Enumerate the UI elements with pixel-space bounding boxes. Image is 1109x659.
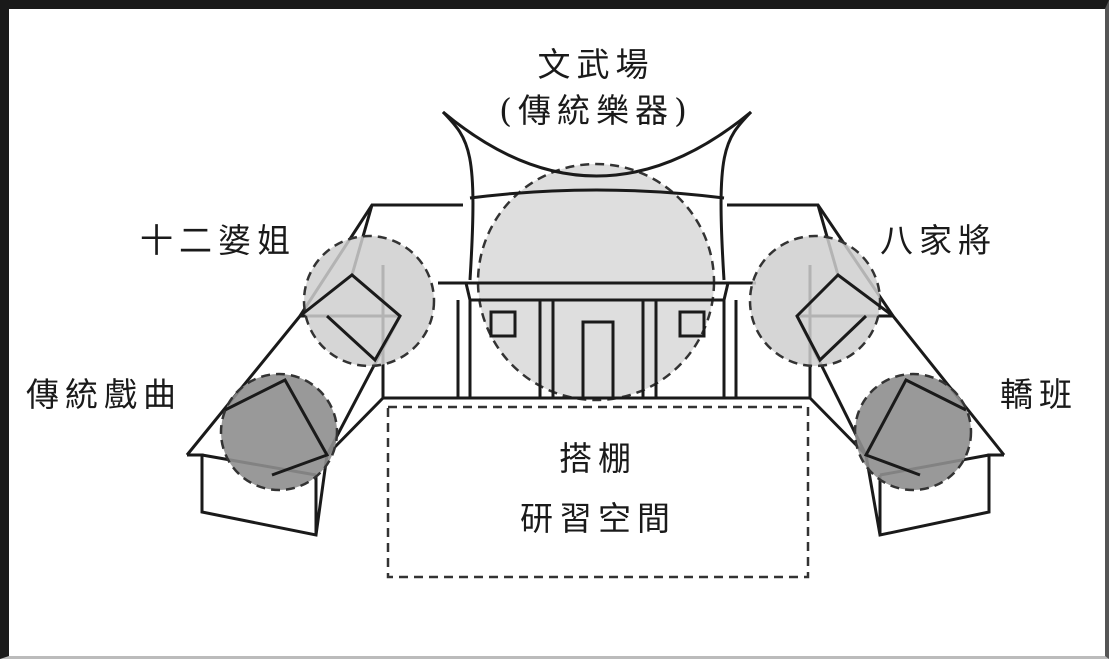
stage-area-box bbox=[386, 405, 810, 579]
label-twelve-granny: 十二婆姐 bbox=[140, 221, 296, 260]
label-wenwuchang: 文武場 bbox=[538, 45, 655, 84]
label-study-space: 研習空間 bbox=[520, 499, 676, 538]
label-traditional-instruments: (傳統樂器) bbox=[499, 91, 693, 130]
circle-eight-generals bbox=[748, 234, 882, 368]
label-eight-generals: 八家將 bbox=[880, 221, 997, 260]
central-hall bbox=[383, 110, 810, 400]
label-shelter: 搭棚 bbox=[559, 439, 637, 478]
label-traditional-opera: 傳統戲曲 bbox=[26, 375, 182, 414]
circle-twelve-granny bbox=[302, 234, 436, 368]
label-palanquin-team: 轎班 bbox=[1000, 375, 1078, 414]
overlay-lines bbox=[224, 273, 967, 477]
